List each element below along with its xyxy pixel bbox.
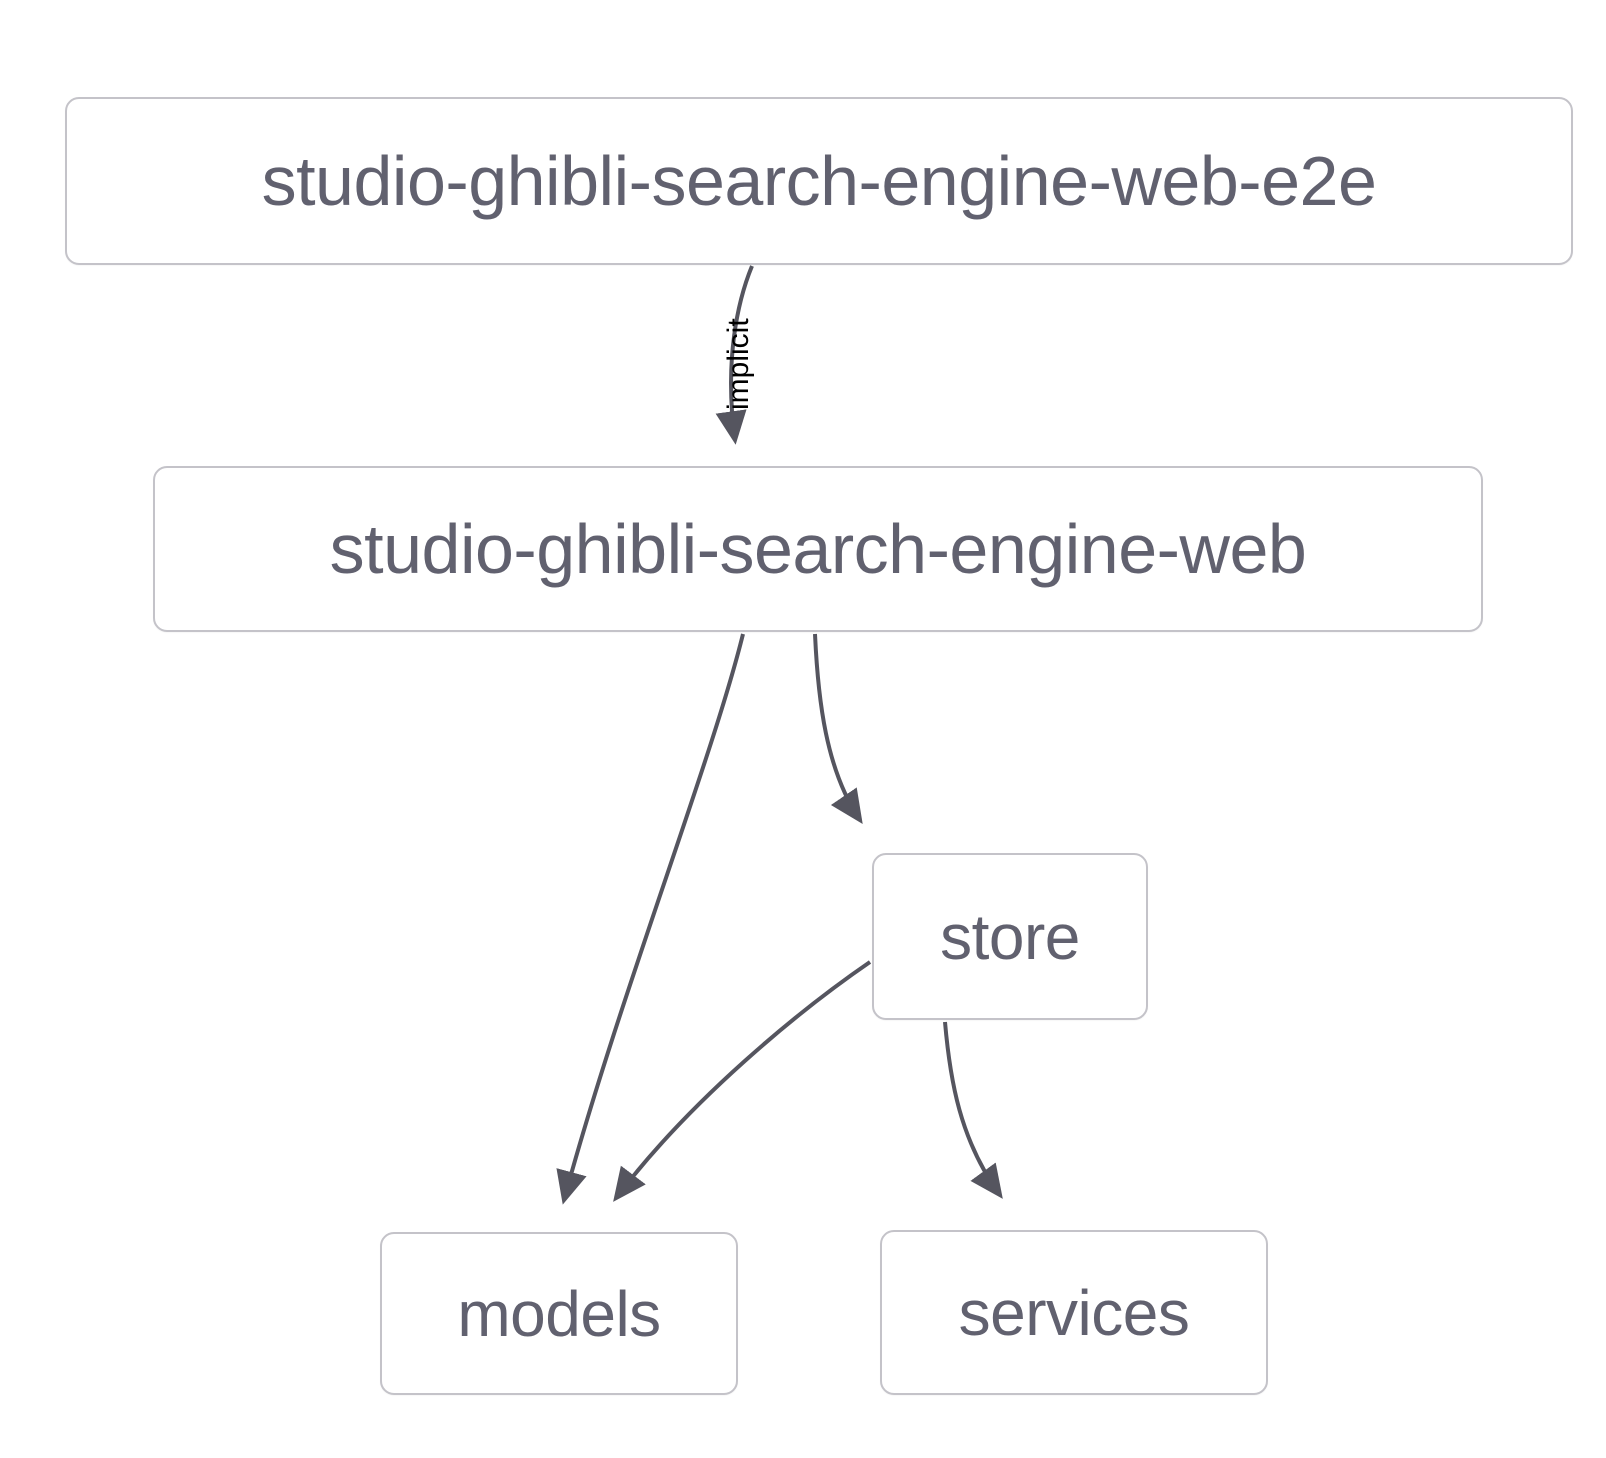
edge-store-to-services	[943, 1021, 1003, 1199]
node-store[interactable]: store	[872, 853, 1148, 1020]
node-models[interactable]: models	[380, 1232, 738, 1395]
edge-web-to-models	[556, 633, 745, 1205]
node-label: store	[940, 900, 1080, 973]
edge-store-to-models	[613, 960, 872, 1202]
node-studio-ghibli-search-engine-web-e2e[interactable]: studio-ghibli-search-engine-web-e2e	[65, 97, 1573, 265]
edge-e2e-to-web	[715, 265, 754, 445]
node-label: models	[457, 1277, 661, 1350]
edge-web-to-store	[813, 633, 863, 824]
node-label: studio-ghibli-search-engine-web-e2e	[261, 142, 1377, 220]
node-label: studio-ghibli-search-engine-web	[329, 510, 1307, 588]
node-services[interactable]: services	[880, 1230, 1268, 1395]
edge-label-implicit: implicit	[722, 318, 755, 410]
node-label: services	[958, 1276, 1190, 1349]
node-studio-ghibli-search-engine-web[interactable]: studio-ghibli-search-engine-web	[153, 466, 1483, 632]
